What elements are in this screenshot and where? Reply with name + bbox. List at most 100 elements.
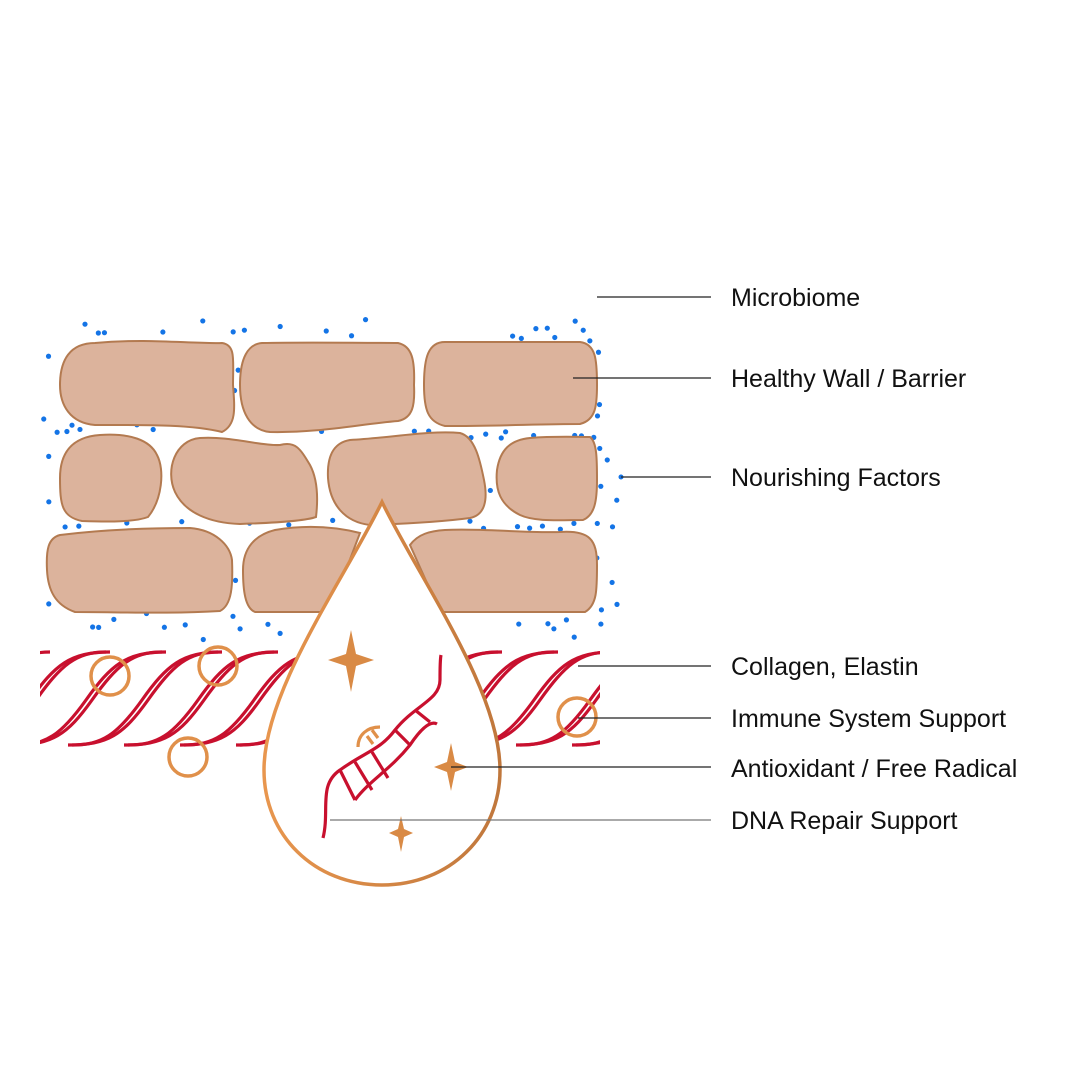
- immune-cells: [89, 645, 598, 778]
- nourishing-dot: [111, 616, 117, 622]
- label-immune: Immune System Support: [731, 705, 1006, 733]
- nourishing-dot: [598, 621, 604, 627]
- nourishing-dot: [200, 636, 206, 643]
- label-barrier: Healthy Wall / Barrier: [731, 365, 966, 393]
- cell: [495, 435, 599, 522]
- nourishing-dot: [241, 327, 247, 333]
- nourishing-dot: [76, 523, 82, 529]
- cell: [422, 340, 599, 428]
- nourishing-dot: [498, 435, 504, 441]
- nourishing-dot: [41, 416, 47, 422]
- microbiome-layer: [40, 281, 597, 313]
- nourishing-dot: [467, 518, 473, 524]
- nourishing-dot: [597, 445, 603, 452]
- leader-lines: [330, 296, 711, 821]
- nourishing-dot: [46, 601, 52, 607]
- collagen-fiber: [67, 650, 219, 747]
- nourishing-dot: [604, 457, 610, 463]
- nourishing-dot: [161, 624, 167, 630]
- nourishing-dot: [330, 517, 336, 523]
- sparkle-icon: [328, 630, 374, 692]
- nourishing-dot: [487, 487, 493, 494]
- nourishing-dot: [46, 453, 52, 459]
- nourishing-dot: [609, 579, 615, 586]
- nourishing-dot: [563, 617, 570, 623]
- nourishing-dot: [544, 325, 550, 331]
- nourishing-dot: [230, 329, 236, 335]
- nourishing-dot: [265, 621, 271, 627]
- nourishing-dot: [362, 317, 369, 323]
- nourishing-dot: [62, 524, 68, 530]
- nourishing-dot: [503, 429, 509, 435]
- nourishing-dot: [46, 499, 52, 505]
- nourishing-dot: [82, 321, 88, 327]
- nourishing-dot: [54, 429, 60, 435]
- nourishing-dot: [598, 483, 604, 489]
- cell: [45, 526, 234, 614]
- cell: [238, 341, 416, 434]
- nourishing-dot: [572, 318, 578, 324]
- nourishing-dot: [95, 330, 101, 336]
- nourishing-dot: [348, 333, 355, 339]
- nourishing-dot: [483, 431, 489, 437]
- nourishing-dot: [580, 327, 586, 333]
- nourishing-dot: [286, 522, 292, 528]
- nourishing-dot: [232, 577, 239, 583]
- cell: [58, 340, 236, 434]
- nourishing-dot: [237, 626, 243, 632]
- cell: [170, 436, 319, 526]
- nourishing-dot: [614, 497, 620, 503]
- nourishing-dot: [552, 334, 558, 341]
- label-dna: DNA Repair Support: [731, 807, 958, 835]
- cell-wall: [45, 340, 599, 614]
- immune-ring: [556, 696, 598, 738]
- nourishing-dot: [609, 524, 616, 530]
- label-nourishing: Nourishing Factors: [731, 464, 941, 492]
- nourishing-dot: [587, 338, 593, 344]
- nourishing-dot: [101, 330, 108, 336]
- nourishing-dot: [510, 333, 516, 339]
- nourishing-dot: [69, 422, 75, 428]
- cell: [241, 526, 362, 613]
- serum-drop: [262, 498, 502, 887]
- nourishing-dot: [150, 426, 156, 433]
- nourishing-dot: [77, 426, 83, 433]
- nourishing-dot: [64, 428, 70, 435]
- nourishing-dot: [179, 519, 185, 525]
- nourishing-dot: [277, 630, 283, 636]
- collagen-fiber: [123, 650, 275, 747]
- nourishing-dot: [551, 626, 557, 632]
- label-antioxidant: Antioxidant / Free Radical: [731, 755, 1017, 783]
- nourishing-dot: [571, 520, 577, 526]
- nourishing-dot: [571, 634, 577, 640]
- nourishing-dot: [235, 367, 241, 373]
- nourishing-dot: [518, 335, 524, 342]
- nourishing-dot: [527, 525, 533, 531]
- nourishing-dot: [545, 621, 551, 627]
- sparkle-icon: [389, 816, 413, 852]
- nourishing-dot: [230, 613, 236, 619]
- nourishing-dot: [323, 328, 329, 334]
- immune-ring: [89, 655, 131, 697]
- cell: [58, 433, 163, 523]
- nourishing-dot: [160, 329, 166, 335]
- nourishing-dot: [539, 523, 546, 529]
- nourishing-dot: [200, 318, 206, 324]
- cell: [326, 431, 487, 527]
- label-microbiome: Microbiome: [731, 284, 860, 312]
- nourishing-dot: [614, 601, 620, 607]
- drop-outline: [262, 498, 502, 887]
- label-collagen: Collagen, Elastin: [731, 653, 919, 681]
- nourishing-dot: [45, 353, 52, 359]
- collagen-fiber: [40, 650, 107, 698]
- nourishing-dot: [277, 323, 283, 330]
- immune-ring: [167, 736, 209, 778]
- dna-helix-icon: [321, 654, 443, 839]
- nourishing-dot: [557, 526, 563, 532]
- nourishing-dot: [411, 428, 417, 434]
- immune-ring: [197, 645, 239, 687]
- nourishing-dot: [595, 349, 602, 355]
- nourishing-dot: [598, 607, 605, 613]
- nourishing-dot: [596, 401, 603, 408]
